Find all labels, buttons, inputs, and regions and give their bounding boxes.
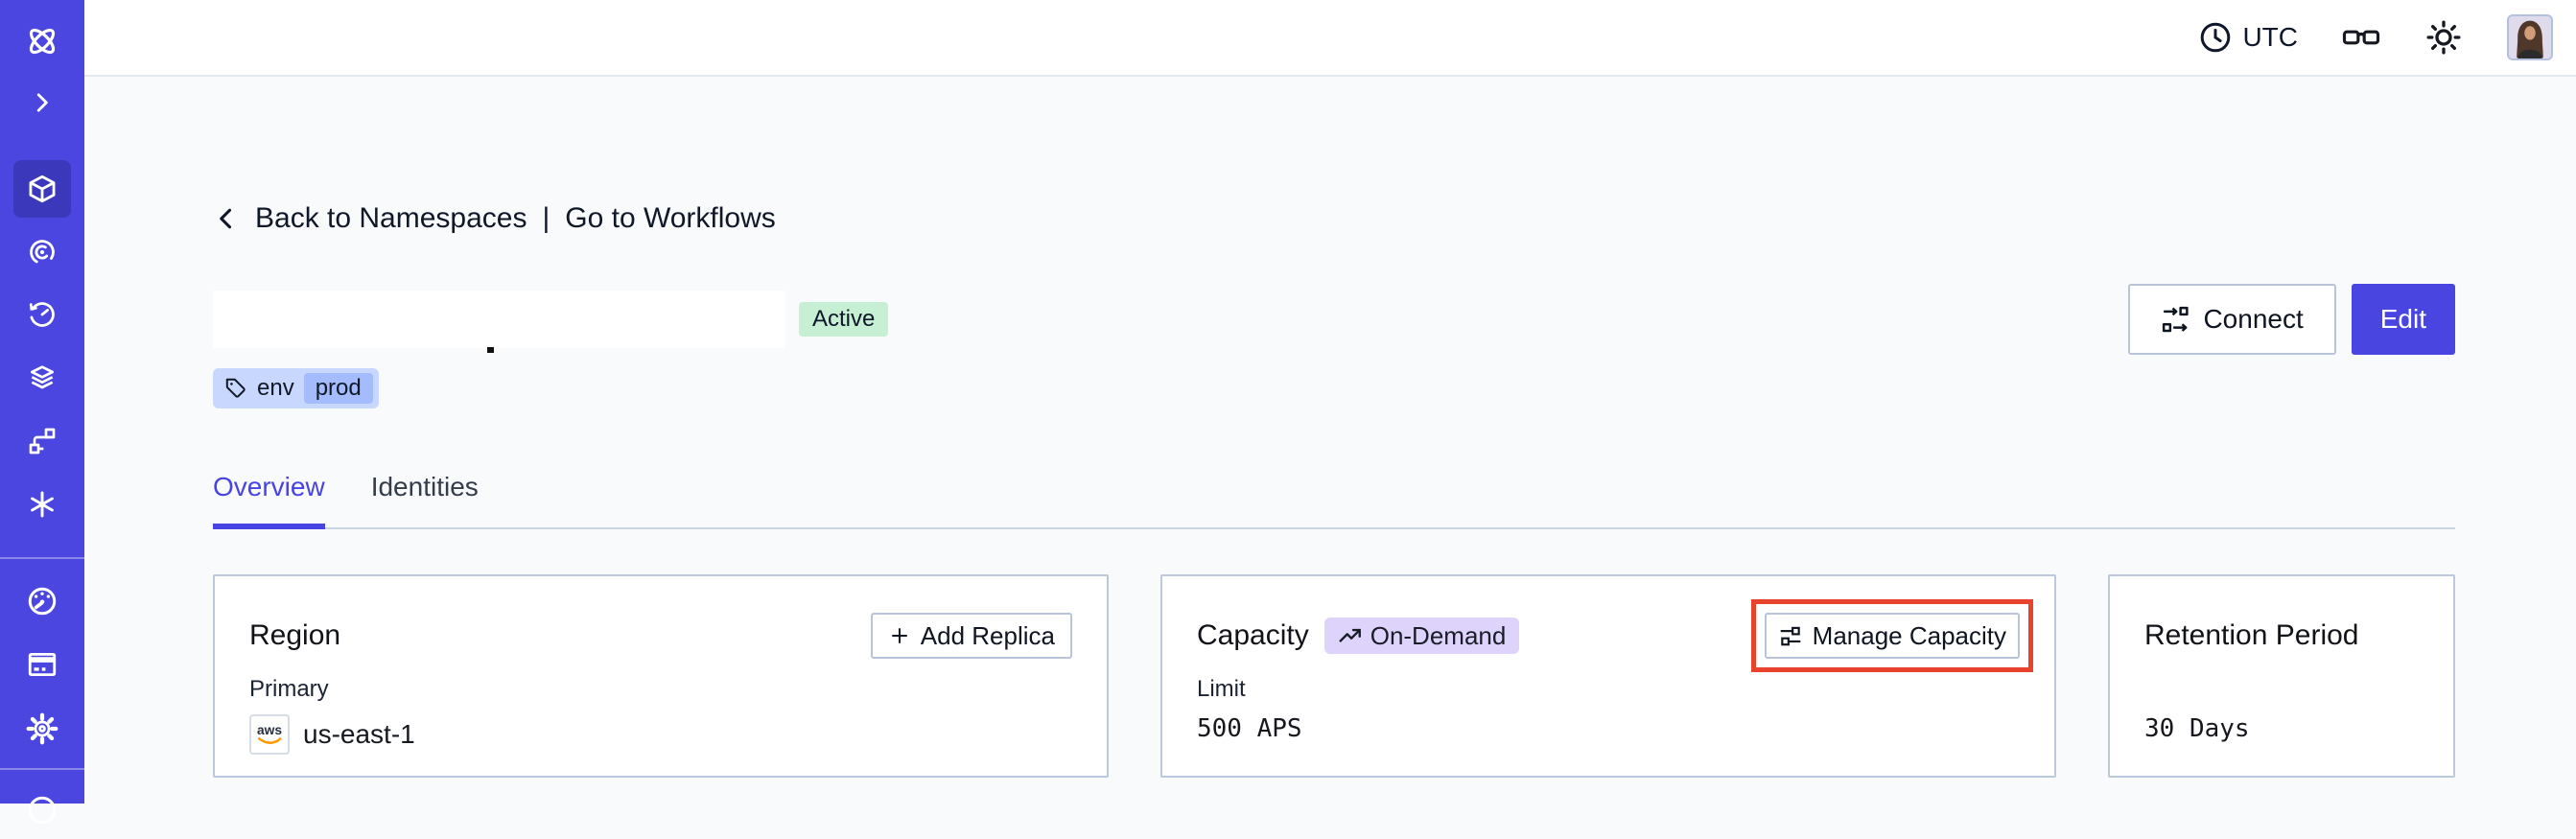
status-badge: Active <box>799 302 889 337</box>
tag-value: prod <box>303 373 373 404</box>
sidebar-item-billing[interactable] <box>13 636 71 693</box>
sidebar-item-nexus[interactable] <box>13 412 71 470</box>
reader-view-glasses-icon[interactable] <box>2342 18 2380 57</box>
sidebar-item-workflows[interactable] <box>13 223 71 281</box>
add-replica-button[interactable]: Add Replica <box>870 613 1072 659</box>
edit-button[interactable]: Edit <box>2351 284 2455 355</box>
namespace-title-row: Active Connect Edit <box>213 284 2455 355</box>
tag-icon <box>225 378 246 398</box>
namespaces-cube-icon <box>29 175 56 203</box>
sidebar-divider <box>0 768 84 770</box>
namespace-title-redacted <box>213 291 785 353</box>
tab-overview[interactable]: Overview <box>213 472 325 529</box>
tags-row: env prod <box>213 368 2455 408</box>
add-replica-label: Add Replica <box>920 620 1055 650</box>
help-circle-icon <box>28 796 57 825</box>
timezone-label: UTC <box>2242 22 2298 52</box>
sidebar-item-settings[interactable] <box>13 700 71 757</box>
region-primary-label: Primary <box>249 676 329 702</box>
sidebar <box>0 0 84 825</box>
schedules-clock-icon <box>29 302 55 327</box>
highlight-annotation-box: Manage Capacity <box>1750 599 2033 672</box>
retention-card-title: Retention Period <box>2144 619 2359 651</box>
connect-icon <box>2163 306 2190 333</box>
plus-icon <box>891 628 907 643</box>
back-chevron-icon[interactable] <box>213 205 240 232</box>
namespace-actions: Connect Edit <box>2128 284 2455 355</box>
tab-identities[interactable]: Identities <box>370 472 479 501</box>
main-content: Back to Namespaces | Go to Workflows Act… <box>84 77 2576 804</box>
connect-button-label: Connect <box>2203 304 2304 334</box>
edit-button-label: Edit <box>2379 304 2426 334</box>
capacity-limit-label: Limit <box>1197 676 1246 702</box>
settings-gear-icon <box>26 712 59 745</box>
deployments-layers-icon <box>31 365 54 389</box>
usage-gauge-icon <box>28 587 57 616</box>
aws-logo: aws <box>249 714 290 755</box>
batch-asterisk-icon <box>31 491 54 518</box>
manage-capacity-button[interactable]: Manage Capacity <box>1764 613 2020 659</box>
namespace-title-group: Active <box>213 291 889 353</box>
sidebar-item-namespaces[interactable] <box>13 160 71 218</box>
connect-button[interactable]: Connect <box>2128 284 2336 355</box>
sidebar-divider <box>0 557 84 559</box>
sidebar-item-schedules[interactable] <box>13 286 71 343</box>
retention-card: Retention Period 30 Days <box>2108 574 2455 778</box>
topbar: UTC <box>84 0 2576 77</box>
tag-chip-env-prod[interactable]: env prod <box>213 368 379 408</box>
billing-card-icon <box>28 652 57 677</box>
sliders-icon <box>1780 626 1800 646</box>
nexus-branch-icon <box>29 428 56 454</box>
tag-key: env <box>257 375 294 401</box>
retention-value: 30 Days <box>2144 714 2250 743</box>
svg-text:aws: aws <box>257 723 282 737</box>
sidebar-item-batch[interactable] <box>13 476 71 533</box>
overview-cards: Region Add Replica Primary aws <box>213 574 2455 778</box>
region-card-title: Region <box>249 619 341 651</box>
sidebar-item-usage[interactable] <box>13 572 71 630</box>
region-value: us-east-1 <box>303 719 415 749</box>
on-demand-badge-label: On-Demand <box>1370 620 1507 650</box>
breadcrumb-back-to-namespaces[interactable]: Back to Namespaces <box>255 202 527 234</box>
capacity-card: Capacity On-Demand <box>1160 574 2056 778</box>
clock-icon <box>2201 22 2231 53</box>
region-card: Region Add Replica Primary aws <box>213 574 1109 778</box>
trending-up-icon <box>1339 628 1361 642</box>
manage-capacity-label: Manage Capacity <box>1812 620 2006 650</box>
tabs: Overview Identities <box>213 472 2455 529</box>
breadcrumb: Back to Namespaces | Go to Workflows <box>213 201 2455 236</box>
redaction-artifact <box>487 347 494 353</box>
expand-chevron-icon[interactable] <box>13 74 71 131</box>
light-mode-sun-icon[interactable] <box>2424 18 2463 57</box>
breadcrumb-separator: | <box>542 202 550 234</box>
on-demand-badge: On-Demand <box>1323 618 1520 654</box>
sidebar-item-help[interactable] <box>13 781 71 839</box>
workflows-spiral-icon <box>30 240 55 265</box>
timezone-selector[interactable]: UTC <box>2198 20 2298 55</box>
user-avatar[interactable] <box>2507 14 2553 60</box>
temporal-logo[interactable] <box>13 12 71 70</box>
capacity-card-title: Capacity <box>1197 619 1309 651</box>
capacity-limit-value: 500 APS <box>1197 714 1302 743</box>
sidebar-item-deployments[interactable] <box>13 349 71 407</box>
breadcrumb-go-to-workflows[interactable]: Go to Workflows <box>565 202 776 234</box>
